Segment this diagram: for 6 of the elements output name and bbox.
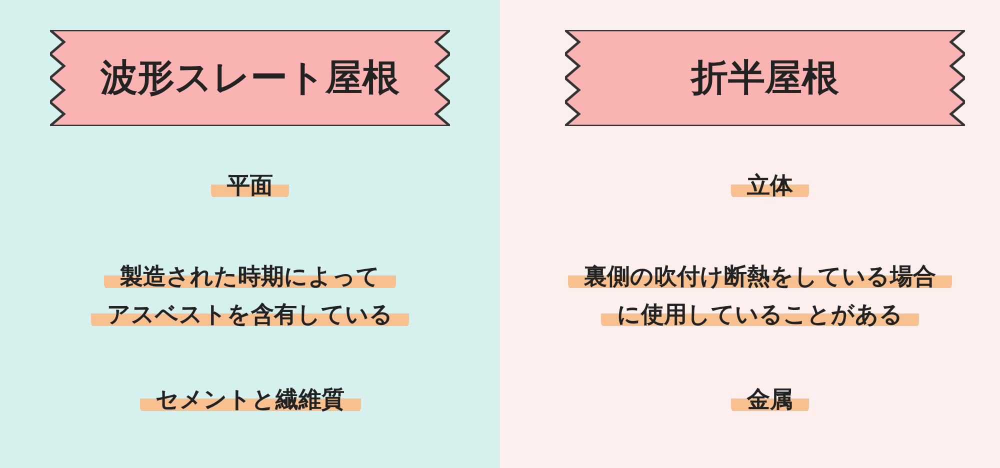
highlighted-text: 平面 xyxy=(100,167,400,205)
highlighted-text: 金属 xyxy=(620,381,920,419)
highlighted-text: 立体 xyxy=(620,167,920,205)
ribbon-banner: 波形スレート屋根 xyxy=(50,30,450,126)
highlighted-text: セメントと繊維質 xyxy=(60,381,440,419)
ribbon-banner: 折半屋根 xyxy=(565,30,965,126)
